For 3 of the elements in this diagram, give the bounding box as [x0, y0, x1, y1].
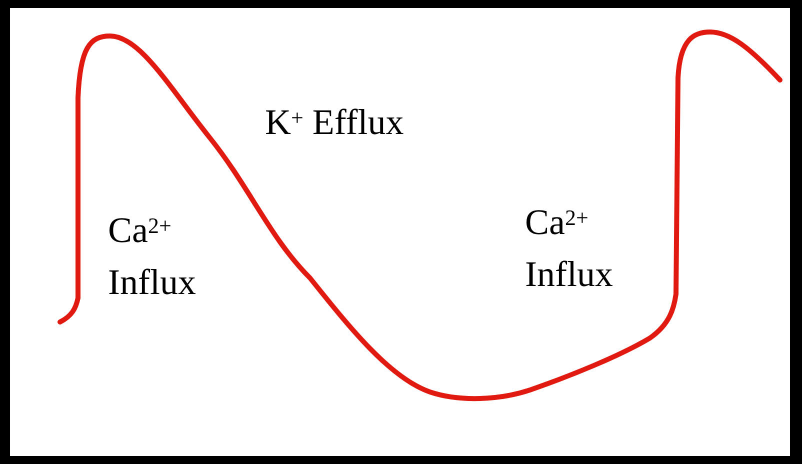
ion-flux-label: K$^{+}$ Efflux	[265, 101, 405, 144]
ion-flux-label: Ca$^{2+}$ Influx	[108, 209, 197, 304]
ion-flux-label: Ca$^{2+}$ Influx	[525, 201, 614, 296]
